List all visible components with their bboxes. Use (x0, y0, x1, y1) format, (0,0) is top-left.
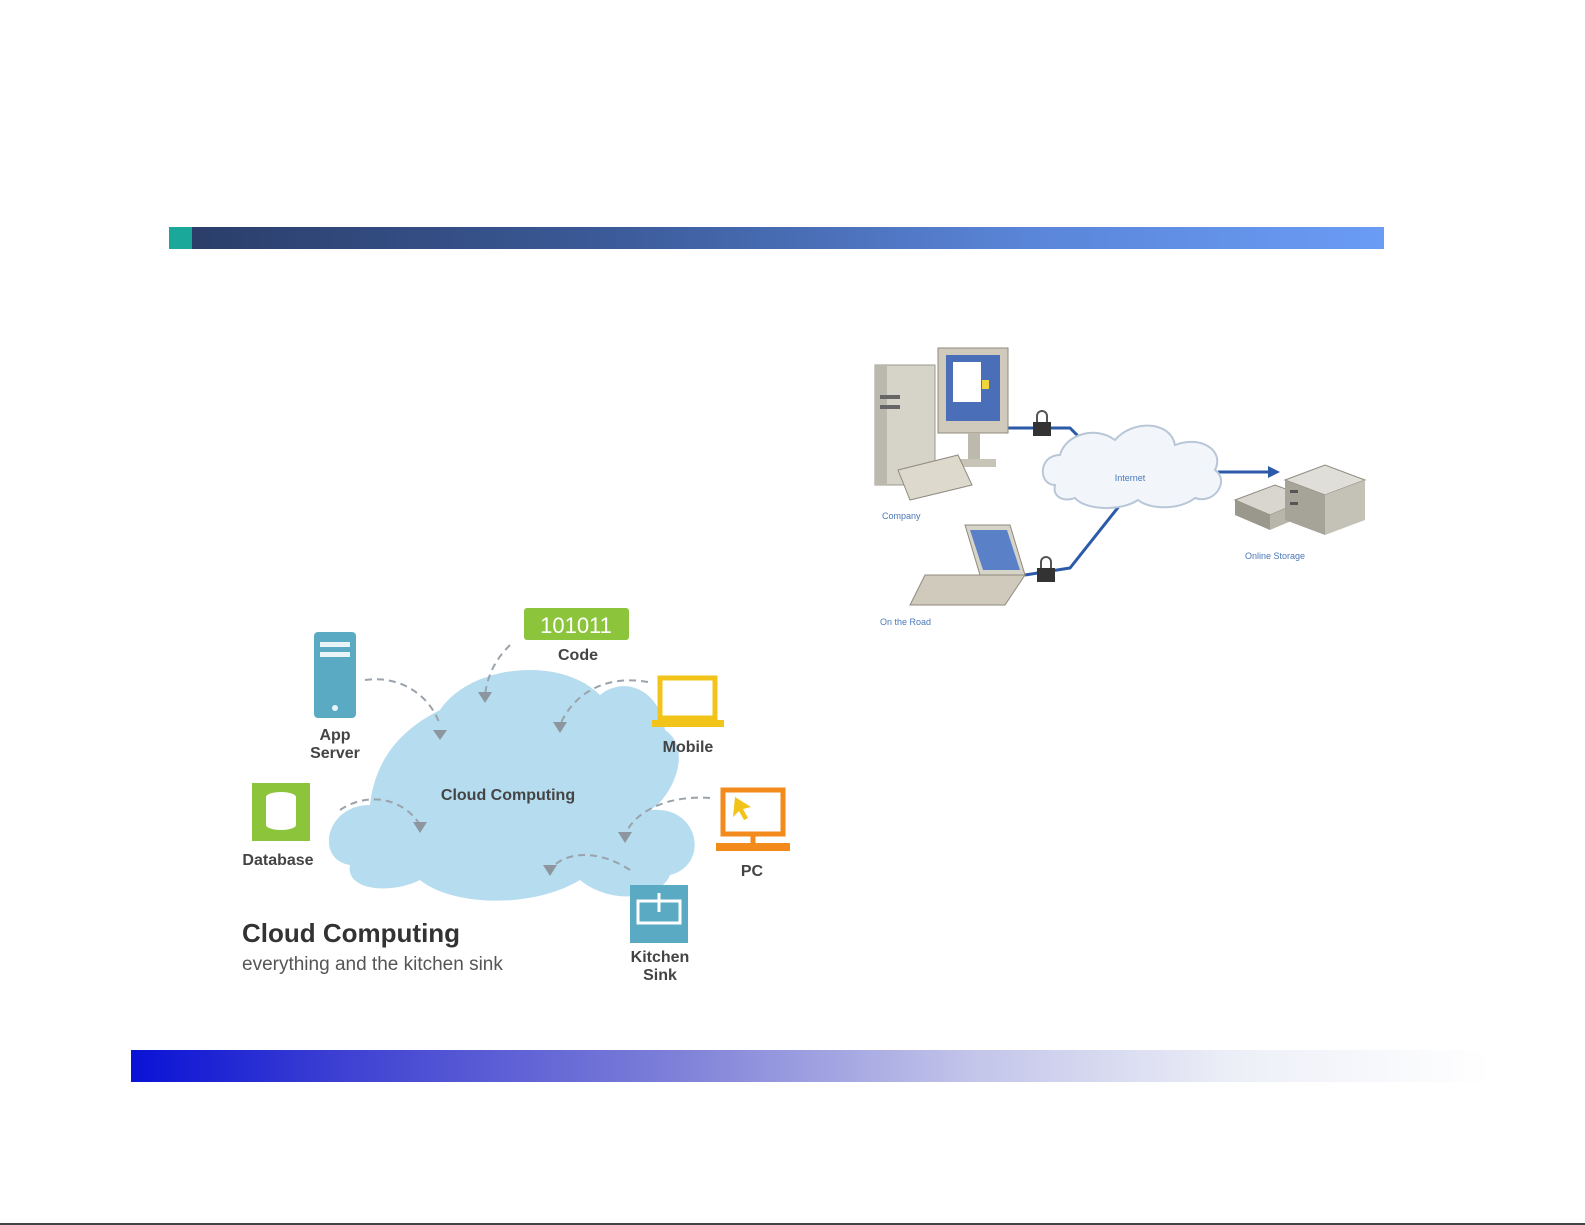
kitchen-sink-icon (630, 885, 688, 943)
company-label: Company (882, 511, 921, 521)
arrow-head-storage (1268, 466, 1280, 478)
mobile-label: Mobile (663, 739, 714, 756)
padlock-icon (1033, 411, 1051, 436)
on-the-road-label: On the Road (880, 617, 931, 627)
app-server-label-line1: App (319, 727, 350, 744)
server-icon (314, 632, 356, 718)
caption-subtitle: everything and the kitchen sink (242, 954, 503, 975)
pc-icon (716, 790, 790, 851)
internet-cloud-icon (1043, 426, 1221, 508)
storage-server-icon (1235, 465, 1365, 535)
padlock-icon (1037, 557, 1055, 582)
caption-title: Cloud Computing (242, 918, 460, 948)
desktop-computer-icon (875, 348, 1008, 500)
app-server-label-line2: Server (310, 745, 360, 762)
online-storage-diagram: Company On the Road Internet Online Stor… (870, 340, 1390, 650)
cloud-computing-diagram: Cloud Computing 101011 Code App Server M… (230, 600, 830, 1000)
pc-label: PC (741, 863, 764, 880)
database-label: Database (242, 852, 313, 869)
code-value: 101011 (540, 613, 612, 638)
footer-bar (131, 1050, 1491, 1082)
title-bar (192, 227, 1384, 249)
kitchen-sink-label-line1: Kitchen (631, 949, 690, 966)
cloud-shape (329, 670, 695, 901)
online-storage-label: Online Storage (1245, 551, 1305, 561)
database-icon (252, 783, 310, 841)
cloud-center-label: Cloud Computing (441, 787, 575, 804)
code-label: Code (558, 647, 598, 664)
laptop-computer-icon (910, 525, 1025, 605)
title-bar-accent (169, 227, 192, 249)
laptop-icon (652, 678, 724, 727)
line-road-internet (1025, 505, 1120, 575)
code-icon: 101011 (524, 608, 629, 640)
internet-label: Internet (1115, 473, 1146, 483)
kitchen-sink-label-line2: Sink (643, 967, 677, 984)
